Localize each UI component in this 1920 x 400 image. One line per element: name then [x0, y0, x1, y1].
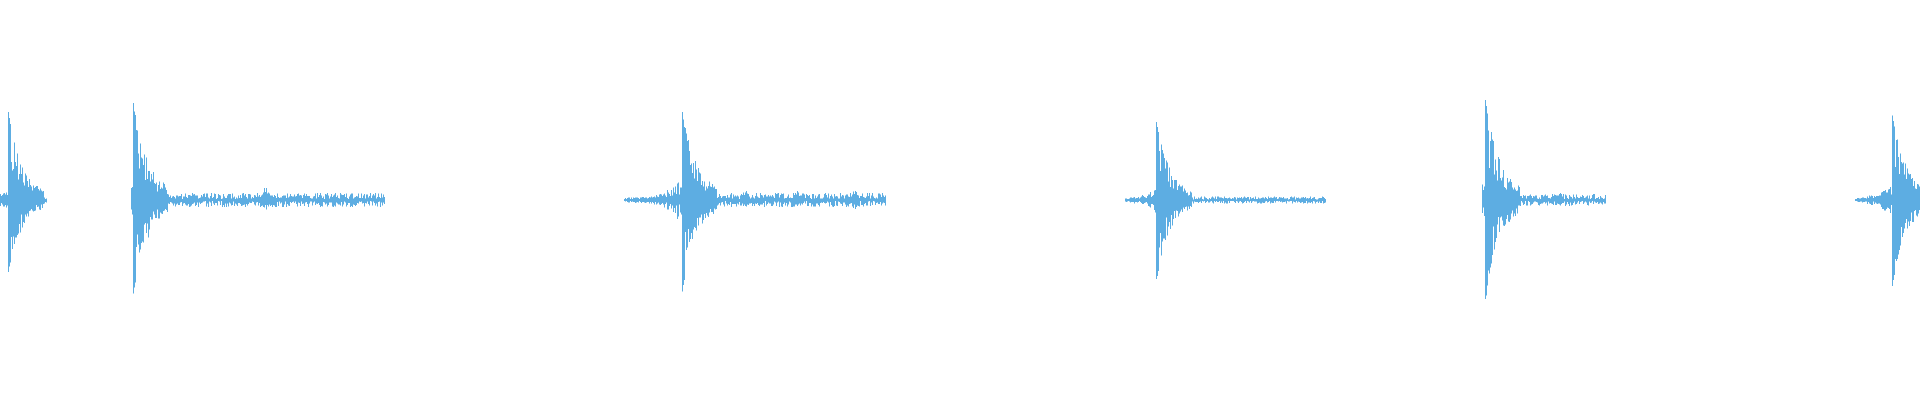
- waveform-segment-4: [1125, 122, 1326, 280]
- waveform-lines: [0, 100, 1920, 299]
- waveform-segment-3: [624, 111, 886, 292]
- waveform-segment-5: [1482, 100, 1606, 299]
- waveform-segment-6: [1855, 115, 1920, 287]
- waveform-segment-2: [131, 102, 385, 294]
- waveform-segment-1: [0, 112, 47, 272]
